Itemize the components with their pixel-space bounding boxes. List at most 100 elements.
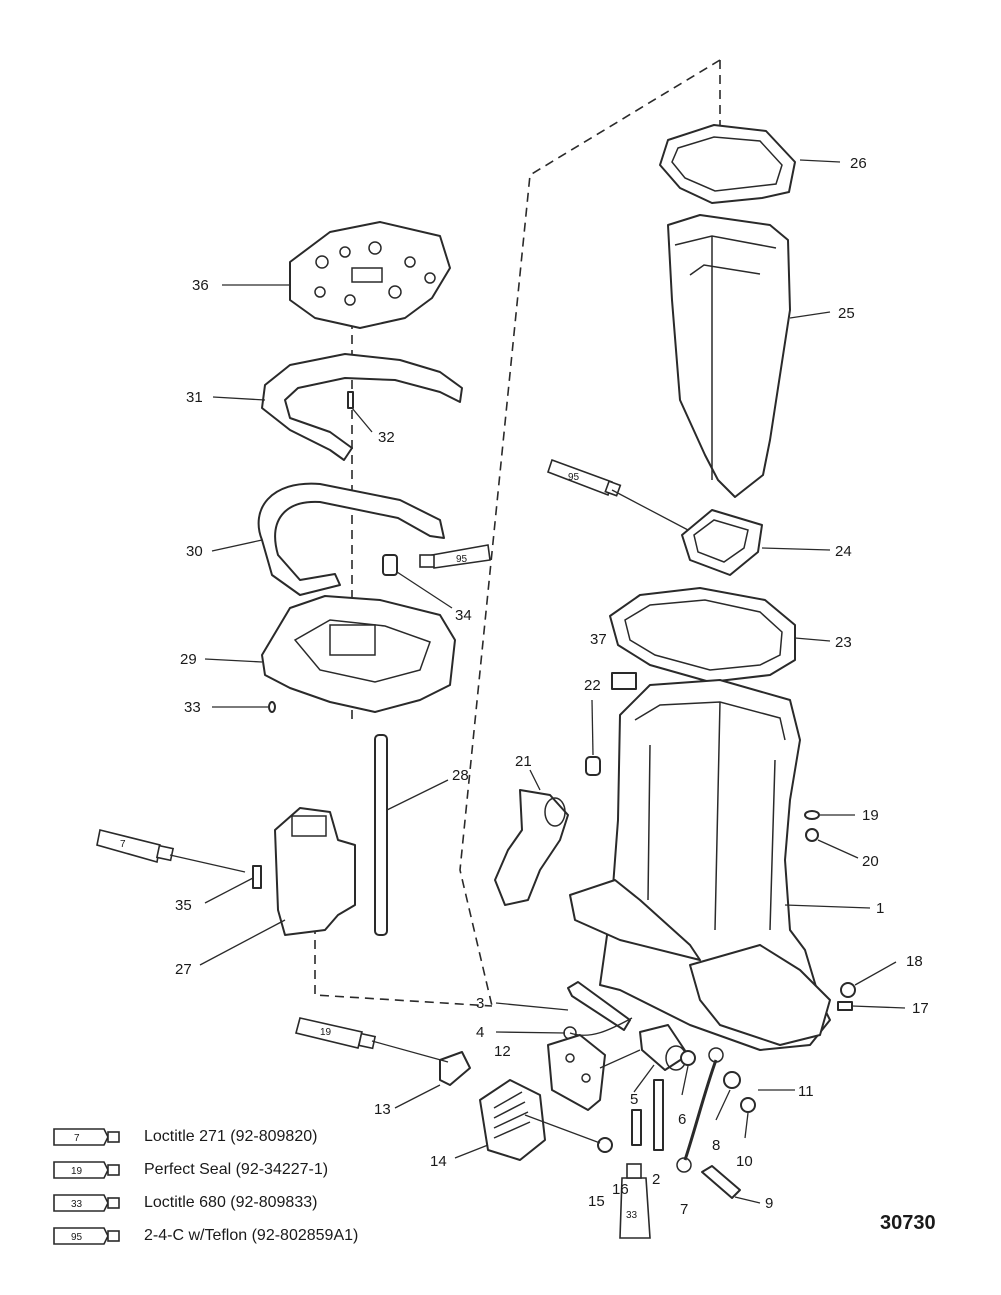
legend-item: 95 2-4-C w/Teflon (92-802859A1) [52,1219,472,1252]
callout-11: 11 [798,1083,814,1100]
callout-1: 1 [876,900,884,917]
sealant-tube-95-top: 95 [546,458,622,497]
callout-14: 14 [430,1153,447,1170]
callout-18: 18 [906,953,923,970]
part-36-plate [289,221,451,329]
part-2-stud [653,1079,664,1151]
legend-label: Perfect Seal (92-34227-1) [144,1160,329,1178]
callout-5: 5 [630,1091,638,1108]
callout-19: 19 [862,807,879,824]
part-34-dowel [382,554,398,576]
svg-text:19: 19 [320,1027,332,1038]
part-24-seal [681,509,763,576]
callout-28: 28 [452,767,469,784]
callout-2: 2 [652,1171,660,1188]
callout-31: 31 [186,389,203,406]
part-19-washer [804,810,820,820]
tube-icon: 7 [52,1126,122,1148]
part-14-cover [479,1079,546,1161]
part-12-bracket [547,1034,606,1111]
part-29-adapter [261,595,456,713]
sealant-tube-33: 33 [619,1163,651,1239]
callout-36: 36 [192,277,209,294]
svg-text:95: 95 [71,1232,83,1243]
legend-item: 33 Loctitle 680 (92-809833) [52,1186,472,1219]
callout-17: 17 [912,1000,929,1017]
part-10-washer [740,1097,756,1113]
callout-16: 16 [612,1181,629,1198]
part-28-tube [374,734,388,936]
svg-text:95: 95 [456,554,468,565]
part-5-solenoid [639,1024,689,1071]
tube-icon: 95 [52,1225,122,1247]
callout-29: 29 [180,651,197,668]
callout-9: 9 [765,1195,773,1212]
callout-numbers: 26 25 36 31 32 30 34 24 23 37 22 29 33 2… [175,155,929,1218]
part-32-pin [347,391,354,409]
callout-32: 32 [378,429,395,446]
callout-8: 8 [712,1137,720,1154]
svg-text:7: 7 [74,1133,80,1144]
callout-13: 13 [374,1101,391,1118]
callout-15: 15 [588,1193,605,1210]
part-26-seal [659,124,796,204]
part-1-driveshaft-housing [569,679,831,1051]
callout-3: 3 [476,995,484,1012]
callout-30: 30 [186,543,203,560]
svg-text:33: 33 [626,1210,638,1221]
part-18-nut [840,982,856,998]
figure-id: 30730 [880,1212,936,1234]
part-9-screw [701,1165,741,1199]
part-21-exhaust-elbow [494,789,569,906]
callout-34: 34 [455,607,472,624]
callout-23: 23 [835,634,852,651]
svg-text:33: 33 [71,1199,83,1210]
svg-text:7: 7 [120,839,126,850]
part-22-plug [585,756,601,776]
part-7-ground-cable [676,1047,724,1173]
part-6-washer [680,1050,696,1066]
tube-icon: 33 [52,1192,122,1214]
callout-22: 22 [584,677,601,694]
part-30-seal [257,482,445,596]
part-37-decal [611,672,637,690]
sealant-legend: 7 Loctitle 271 (92-809820) 19 Perfect Se… [52,1120,472,1252]
part-25-housing [667,214,791,498]
callout-24: 24 [835,543,852,560]
callout-25: 25 [838,305,855,322]
assembly-centerline [314,59,721,1007]
part-31-gasket [261,353,463,461]
legend-label: Loctitle 271 (92-809820) [144,1127,318,1145]
part-35-screw [252,865,262,889]
legend-item: 7 Loctitle 271 (92-809820) [52,1120,472,1153]
callout-10: 10 [736,1153,753,1170]
callout-7: 7 [680,1201,688,1218]
callout-33: 33 [184,699,201,716]
leader-lines [169,159,906,1204]
sealant-tube-19: 19 [295,1017,377,1050]
legend-item: 19 Perfect Seal (92-34227-1) [52,1153,472,1186]
part-15-nut [597,1137,613,1153]
part-17-washer [837,1001,853,1011]
part-23-gasket [609,587,796,683]
sealant-tube-7: 7 [96,829,175,864]
legend-label: Loctitle 680 (92-809833) [144,1193,318,1211]
part-13-connector [439,1051,471,1086]
svg-text:19: 19 [71,1166,83,1177]
part-27-pump-housing [274,807,356,936]
sealant-tube-95-mid: 95 [419,544,491,569]
part-3-bolt [567,981,631,1031]
part-8-nut [723,1071,741,1089]
callout-20: 20 [862,853,879,870]
callout-4: 4 [476,1024,484,1041]
callout-35: 35 [175,897,192,914]
callout-37: 37 [590,631,607,648]
callout-12: 12 [494,1043,511,1060]
part-16-screw [631,1109,642,1146]
callout-6: 6 [678,1111,686,1128]
callout-21: 21 [515,753,532,770]
callout-27: 27 [175,961,192,978]
part-20-nut [805,828,819,842]
svg-text:95: 95 [568,472,580,483]
